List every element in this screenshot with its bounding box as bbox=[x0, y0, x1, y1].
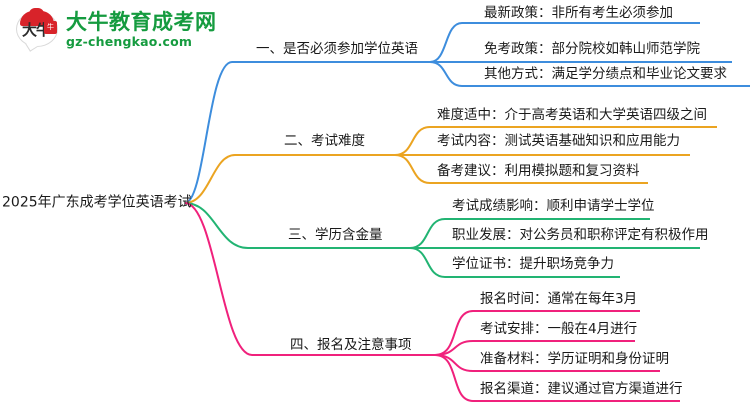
wire-root-to-branch-2 bbox=[184, 154, 236, 204]
leaf-node-3-2[interactable]: 职业发展：对公务员和职称评定有积极作用 bbox=[452, 227, 709, 243]
wire-branch-1-to-leaf-3 bbox=[429, 61, 463, 87]
site-logo: 大牛 牛 大牛教育成考网 gz-chengkao.com bbox=[14, 8, 217, 52]
leaf-node-4-4[interactable]: 报名渠道：建议通过官方渠道进行 bbox=[480, 381, 683, 397]
wire-root-to-branch-3 bbox=[184, 202, 249, 249]
mindmap-root-node[interactable]: 2025年广东成考学位英语考试 bbox=[2, 194, 192, 211]
branch-node-2[interactable]: 二、考试难度 bbox=[284, 133, 365, 149]
logo-seal-icon: 牛 bbox=[44, 21, 57, 34]
wire-branch-3-to-leaf-3 bbox=[409, 247, 446, 278]
logo-text-block: 大牛教育成考网 gz-chengkao.com bbox=[66, 9, 217, 50]
branch-node-3[interactable]: 三、学历含金量 bbox=[288, 227, 383, 243]
leaf-node-4-1[interactable]: 报名时间：通常在每年3月 bbox=[480, 291, 638, 307]
wire-root-to-branch-1 bbox=[184, 61, 233, 204]
leaf-node-4-3[interactable]: 准备材料：学历证明和身份证明 bbox=[480, 351, 669, 367]
logo-mark-glyph: 大牛 bbox=[21, 21, 51, 39]
wire-branch-4-to-leaf-1 bbox=[434, 310, 474, 356]
wire-branch-2-to-leaf-3 bbox=[394, 154, 431, 184]
wire-branch-2-to-leaf-1 bbox=[394, 126, 431, 156]
wire-root-to-branch-4 bbox=[184, 202, 253, 356]
logo-mark-icon: 大牛 牛 bbox=[14, 8, 60, 52]
leaf-node-4-2[interactable]: 考试安排：一般在4月进行 bbox=[480, 321, 638, 337]
logo-title: 大牛教育成考网 bbox=[66, 9, 217, 34]
wire-branch-4-to-leaf-4 bbox=[434, 354, 474, 402]
logo-subtitle: gz-chengkao.com bbox=[66, 33, 193, 49]
leaf-node-2-3[interactable]: 备考建议：利用模拟题和复习资料 bbox=[437, 163, 640, 179]
leaf-node-1-3[interactable]: 其他方式：满足学分绩点和毕业论文要求 bbox=[484, 66, 727, 82]
graduation-cap-top-icon bbox=[29, 8, 44, 14]
leaf-node-2-1[interactable]: 难度适中：介于高考英语和大学英语四级之间 bbox=[437, 107, 707, 123]
branch-node-1[interactable]: 一、是否必须参加学位英语 bbox=[256, 41, 418, 57]
branch-node-4[interactable]: 四、报名及注意事项 bbox=[290, 337, 412, 353]
wire-branch-1-to-leaf-1 bbox=[429, 22, 463, 63]
leaf-node-2-2[interactable]: 考试内容：测试英语基础知识和应用能力 bbox=[437, 133, 680, 149]
wire-branch-3-to-leaf-1 bbox=[409, 218, 446, 249]
wire-branch-4-to-leaf-3 bbox=[434, 354, 474, 372]
leaf-node-3-1[interactable]: 考试成绩影响：顺利申请学士学位 bbox=[452, 198, 655, 214]
wire-branch-4-to-leaf-2 bbox=[434, 340, 474, 356]
leaf-node-1-1[interactable]: 最新政策：非所有考生必须参加 bbox=[484, 5, 673, 21]
leaf-node-3-3[interactable]: 学位证书：提升职场竞争力 bbox=[452, 256, 614, 272]
leaf-node-1-2[interactable]: 免考政策：部分院校如韩山师范学院 bbox=[484, 41, 700, 57]
